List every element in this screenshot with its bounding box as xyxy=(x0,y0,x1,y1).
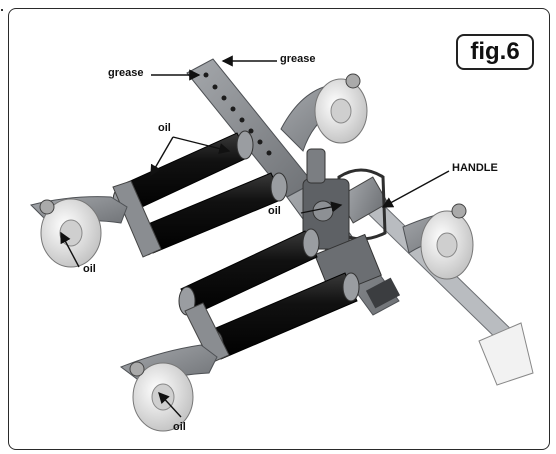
callout-handle: HANDLE xyxy=(452,162,498,174)
figure-label: fig.6 xyxy=(456,34,534,70)
callout-oil-bottom-caster: oil xyxy=(173,421,186,433)
figure-frame xyxy=(8,8,550,450)
callout-leaders xyxy=(60,55,450,418)
callout-oil-center: oil xyxy=(268,205,281,217)
callout-grease-left: grease xyxy=(108,67,144,79)
corner-mark xyxy=(1,9,3,11)
bottom-caster xyxy=(119,344,218,432)
upper-right-caster xyxy=(280,73,368,152)
dolly-illustration xyxy=(30,55,534,432)
lower-roller-pair xyxy=(178,228,360,364)
callout-oil-left-caster: oil xyxy=(83,263,96,275)
callout-grease-top: grease xyxy=(280,53,316,65)
upper-roller-pair xyxy=(112,130,288,258)
callout-oil-rollers: oil xyxy=(158,122,171,134)
right-caster xyxy=(402,203,474,280)
left-caster xyxy=(30,196,128,268)
